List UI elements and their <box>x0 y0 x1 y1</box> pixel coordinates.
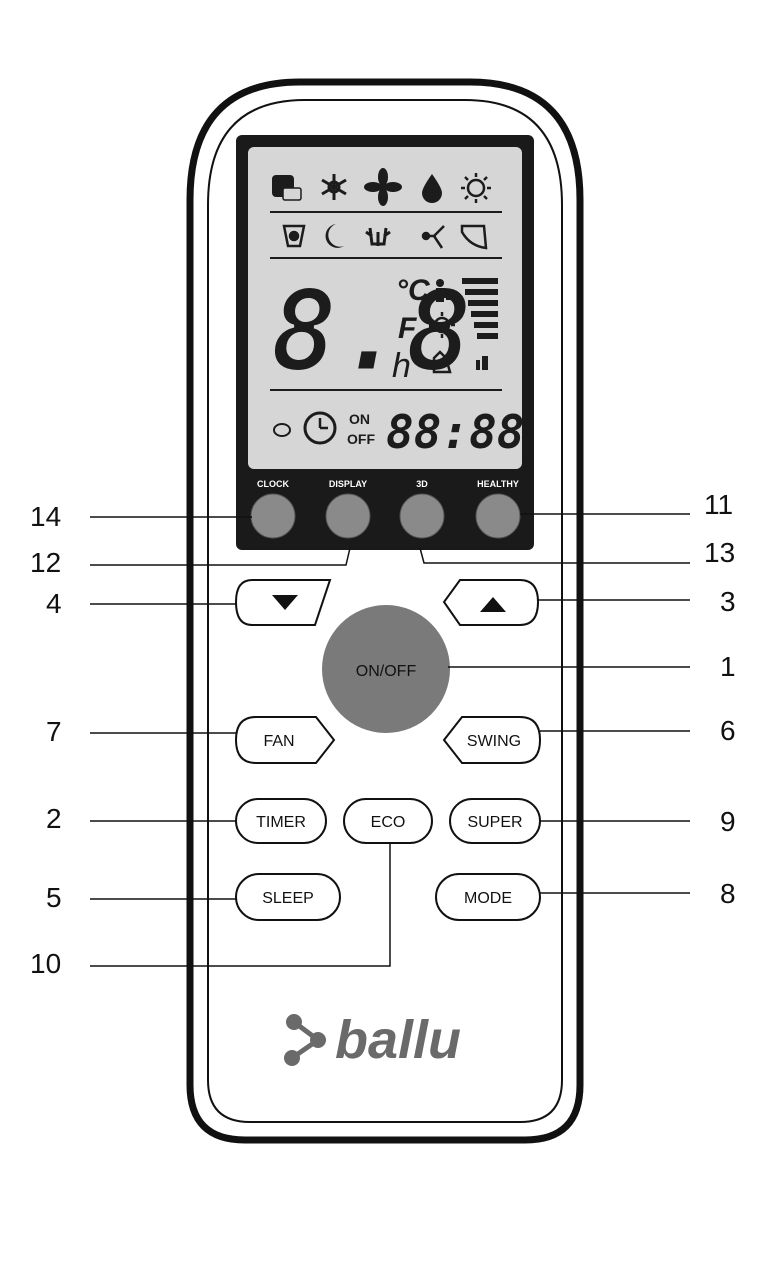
lcd-unit-fahrenheit: F <box>398 312 417 345</box>
eco-button[interactable] <box>343 798 433 844</box>
callout-7: 7 <box>46 716 62 747</box>
callout-3: 3 <box>720 586 736 617</box>
ballu-logo-text: ballu <box>335 1010 461 1070</box>
triangle-up-icon <box>480 597 506 612</box>
flap-icon <box>460 224 488 250</box>
3d-button[interactable] <box>399 493 445 539</box>
callout-10: 10 <box>30 948 62 979</box>
fan-speed-bars <box>462 278 498 339</box>
feel-icon <box>272 175 302 201</box>
super-label: SUPER <box>467 814 522 831</box>
gear-icon <box>429 312 455 338</box>
callout-2: 2 <box>46 803 62 834</box>
sleep-moon-icon <box>325 224 344 248</box>
3d-button-label: 3D <box>416 479 428 489</box>
callout-14: 14 <box>30 501 62 532</box>
swing-button[interactable]: SWING <box>442 716 542 764</box>
lcd-on-label: ON <box>349 411 370 427</box>
swing-label: SWING <box>467 733 521 750</box>
callout-lines <box>90 513 690 967</box>
lcd-screen <box>248 147 522 469</box>
callout-1: 1 <box>720 651 736 682</box>
leader-12 <box>90 547 351 566</box>
health-icon <box>365 227 391 246</box>
heat-sun-icon <box>461 173 491 203</box>
fan-icon <box>364 168 402 206</box>
mode-label: MODE <box>464 890 512 907</box>
sleep-button[interactable] <box>235 873 341 921</box>
timer-label: TIMER <box>256 814 306 831</box>
dry-drop-icon <box>422 174 442 203</box>
clock-icon <box>303 411 337 445</box>
swing-icon <box>421 225 445 249</box>
callout-8: 8 <box>720 878 736 909</box>
lcd-unit-hour: h <box>392 347 411 385</box>
healthy-button[interactable] <box>475 493 521 539</box>
fan-label: FAN <box>263 733 294 750</box>
fan-button[interactable]: FAN <box>234 716 336 764</box>
lock-icon <box>273 423 291 437</box>
clock-button-label: CLOCK <box>257 479 289 489</box>
display-button[interactable] <box>325 493 371 539</box>
eco-label: ECO <box>371 814 406 831</box>
leader-10 <box>90 843 391 967</box>
ballu-logo-mark <box>284 1014 326 1066</box>
callout-9: 9 <box>720 806 736 837</box>
lcd-panel: 8.8 °C F h <box>236 135 534 550</box>
callout-13: 13 <box>704 537 736 568</box>
callout-11: 11 <box>704 489 734 520</box>
up-arrow-button[interactable] <box>442 579 540 626</box>
callout-5: 5 <box>46 882 62 913</box>
display-button-label: DISPLAY <box>329 479 367 489</box>
hand-icon <box>432 350 452 374</box>
clock-button[interactable] <box>250 493 296 539</box>
callout-12: 12 <box>30 547 62 578</box>
leader-13 <box>419 547 690 564</box>
lcd-unit-celsius: °C <box>396 274 431 307</box>
person-small-icon <box>476 356 488 370</box>
remote-outline-inner <box>207 99 563 1123</box>
lcd-off-label: OFF <box>347 431 375 447</box>
triangle-down-icon <box>272 595 298 610</box>
down-arrow-button[interactable] <box>234 579 332 626</box>
person-icon <box>436 279 450 302</box>
lcd-clock-digits: 88:88 <box>386 405 524 459</box>
sleep-label: SLEEP <box>262 890 314 907</box>
callout-4: 4 <box>46 588 62 619</box>
healthy-button-label: HEALTHY <box>477 479 519 489</box>
mode-button[interactable] <box>435 873 541 921</box>
cool-snowflake-icon <box>321 174 347 200</box>
ballu-logo: ballu <box>284 1010 461 1070</box>
on-off-label: ON/OFF <box>356 663 417 680</box>
turbo-icon <box>282 224 306 248</box>
on-off-button[interactable] <box>322 605 450 733</box>
callout-6: 6 <box>720 715 736 746</box>
